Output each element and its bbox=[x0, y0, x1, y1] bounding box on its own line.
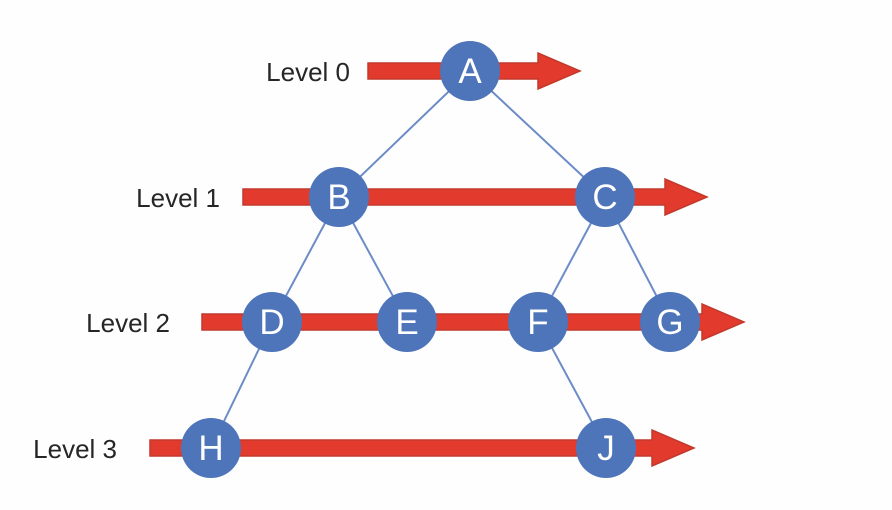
tree-node-label-C: C bbox=[592, 178, 617, 217]
tree-node-F bbox=[508, 292, 568, 352]
tree-node-label-F: F bbox=[527, 303, 548, 342]
tree-edge-A-C bbox=[469, 70, 606, 198]
edges-layer bbox=[210, 70, 671, 449]
tree-node-J bbox=[576, 418, 636, 478]
tree-node-label-E: E bbox=[395, 303, 418, 342]
arrows-layer bbox=[149, 51, 746, 468]
tree-node-G bbox=[640, 292, 700, 352]
tree-node-B bbox=[309, 167, 369, 227]
tree-node-E bbox=[377, 292, 437, 352]
level-label-0: Level 0 bbox=[266, 57, 350, 87]
tree-node-label-B: B bbox=[327, 178, 350, 217]
tree-node-C bbox=[575, 167, 635, 227]
tree-edge-A-B bbox=[338, 70, 471, 198]
tree-node-D bbox=[242, 292, 302, 352]
tree-node-label-J: J bbox=[597, 429, 615, 468]
tree-node-A bbox=[440, 41, 500, 101]
tree-node-label-D: D bbox=[259, 303, 284, 342]
tree-node-H bbox=[181, 418, 241, 478]
nodes-layer: A B C D E F G H J bbox=[181, 41, 700, 478]
tree-node-label-A: A bbox=[458, 52, 482, 91]
level-label-1: Level 1 bbox=[136, 183, 220, 213]
labels-layer: Level 0 Level 1 Level 2 Level 3 bbox=[33, 57, 350, 464]
level-label-3: Level 3 bbox=[33, 434, 117, 464]
level-label-2: Level 2 bbox=[86, 308, 170, 338]
tree-node-label-H: H bbox=[198, 429, 223, 468]
tree-node-label-G: G bbox=[656, 303, 683, 342]
